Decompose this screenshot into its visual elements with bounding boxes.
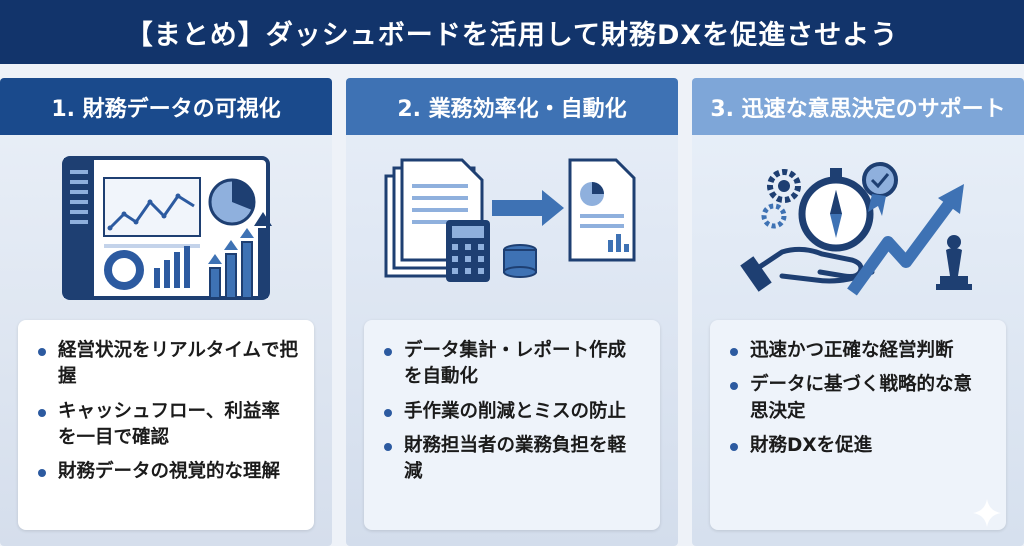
column-decision-support: 3. 迅速な意思決定のサポート 迅速かつ正確な経営判断 データに基づく戦略的な意…: [692, 78, 1024, 546]
list-item: キャッシュフロー、利益率を一目で確認: [34, 399, 298, 452]
column-heading: 2. 業務効率化・自動化: [346, 78, 678, 135]
column-data-visualization: 1. 財務データの可視化 経営状況をリアルタイムで把握 キャッシュフロー、利益率…: [0, 78, 332, 546]
column-heading: 3. 迅速な意思決定のサポート: [692, 78, 1024, 135]
list-item: 迅速かつ正確な経営判断: [726, 338, 990, 364]
dashboard-illustration-icon: [62, 156, 272, 300]
list-item: 手作業の削減とミスの防止: [380, 399, 644, 425]
column-automation: 2. 業務効率化・自動化 データ集計・レポート作成を自動化 手作業の削減とミスの…: [346, 78, 678, 546]
list-item: 財務担当者の業務負担を軽減: [380, 433, 644, 486]
list-item: データに基づく戦略的な意思決定: [726, 372, 990, 425]
benefits-card: 経営状況をリアルタイムで把握 キャッシュフロー、利益率を一目で確認 財務データの…: [18, 320, 314, 530]
sparkle-icon: [973, 499, 1001, 527]
decision-illustration-icon: [740, 162, 972, 296]
benefits-card: データ集計・レポート作成を自動化 手作業の削減とミスの防止 財務担当者の業務負担…: [364, 320, 660, 530]
list-item: 財務DXを促進: [726, 433, 990, 459]
list-item: 財務データの視覚的な理解: [34, 459, 298, 485]
column-heading: 1. 財務データの可視化: [0, 78, 332, 135]
list-item: データ集計・レポート作成を自動化: [380, 338, 644, 391]
list-item: 経営状況をリアルタイムで把握: [34, 338, 298, 391]
page-title: 【まとめ】ダッシュボードを活用して財務DXを促進させよう: [125, 19, 899, 51]
benefits-card: 迅速かつ正確な経営判断 データに基づく戦略的な意思決定 財務DXを促進: [710, 320, 1006, 530]
title-banner: 【まとめ】ダッシュボードを活用して財務DXを促進させよう: [0, 0, 1024, 64]
automation-illustration-icon: [384, 158, 636, 282]
